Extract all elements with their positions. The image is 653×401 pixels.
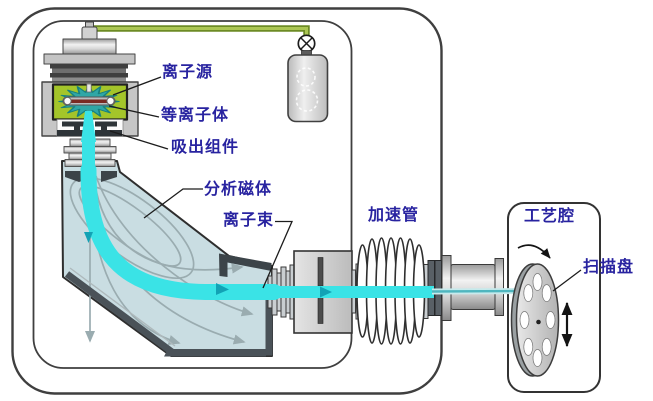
ion-source-assembly: [41, 21, 139, 167]
label-process-chamber: 工艺腔: [524, 206, 576, 225]
arc-core: [66, 99, 112, 103]
leader-lines: [108, 76, 582, 292]
source-flange: [43, 53, 136, 65]
aperture-slit: [317, 257, 324, 287]
beam-direction-arrows: [84, 232, 332, 298]
bottle-label-mark: [296, 67, 316, 87]
source-cap: [62, 38, 117, 56]
scan-disk-assembly: [510, 244, 573, 377]
label-ion-beam: 离子束: [223, 210, 275, 229]
flange-ring-light: [441, 255, 452, 321]
label-ion-source: 离子源: [162, 62, 214, 81]
analysis-magnet: [61, 160, 273, 357]
beam-core: [431, 289, 522, 293]
drift-tube: [450, 264, 496, 310]
flange-ring-dark: [434, 260, 442, 316]
disk-hub: [536, 319, 541, 325]
beam-dump-plate: [64, 271, 175, 355]
rotation-arrow-icon: [517, 244, 551, 259]
bottle-label-mark: [295, 89, 319, 112]
label-scan-disk: 扫描盘: [583, 257, 635, 276]
dump-highlight: [69, 267, 176, 347]
gas-bottle: [287, 54, 329, 123]
exit-slit-plate: [219, 253, 272, 277]
end-plate: [494, 258, 504, 316]
wafer-holes: [519, 273, 556, 367]
entry-slit-right: [101, 171, 117, 182]
label-acceleration-tube: 加速管: [368, 205, 420, 224]
bottom-liner: [164, 349, 266, 357]
electrode-end: [106, 96, 115, 106]
ion-beam-path: [80, 111, 522, 300]
extraction-electrodes: [57, 121, 122, 136]
label-extraction: 吸出组件: [171, 137, 240, 156]
insulator-bellows: [50, 64, 128, 82]
electrode-end: [63, 96, 72, 106]
gas-valve-icon: [297, 34, 316, 53]
aperture-slit: [317, 296, 324, 324]
filament-pin: [86, 83, 92, 93]
source-knob: [81, 26, 98, 41]
label-analysis-magnet: 分析磁体: [204, 179, 273, 198]
label-plasma: 等离子体: [161, 105, 230, 124]
exit-wall-liner: [265, 300, 273, 356]
